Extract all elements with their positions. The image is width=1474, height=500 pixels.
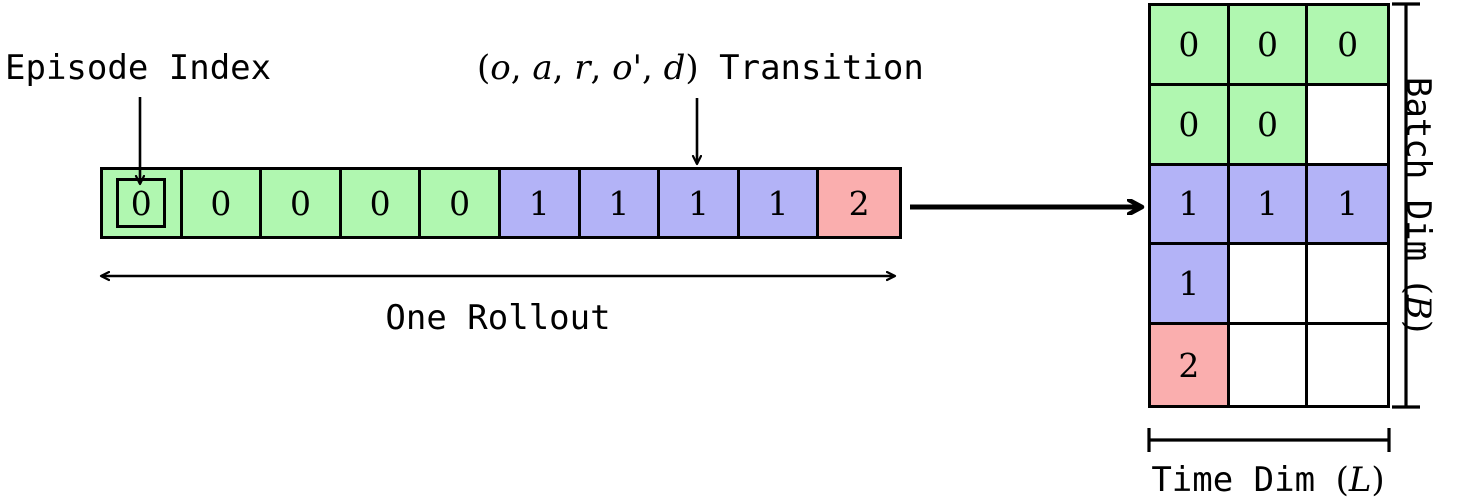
rollout-cell-value: 2	[848, 183, 870, 223]
grid-cell-empty[interactable]	[1229, 325, 1309, 405]
time-dim-paren-open: (	[1335, 460, 1349, 500]
grid-cell-empty[interactable]	[1229, 245, 1309, 326]
grid-cell[interactable]: 1	[1308, 165, 1387, 246]
transition-comma-3: ,	[590, 48, 613, 88]
transition-symbol-o: o	[490, 48, 511, 88]
transition-label: (o, a, r, o', d) Transition	[477, 50, 924, 86]
grid-cell[interactable]: 1	[1151, 165, 1230, 246]
rollout-cell-value: 1	[767, 183, 789, 223]
transition-paren-close: )	[685, 48, 699, 88]
transition-word-text: Transition	[719, 48, 924, 88]
rollout-cell[interactable]: 2	[819, 170, 899, 236]
rollout-cell[interactable]: 1	[660, 170, 740, 236]
grid-cell[interactable]: 1	[1229, 165, 1309, 246]
grid-cell[interactable]: 0	[1229, 85, 1309, 166]
grid-cell-empty[interactable]	[1308, 325, 1387, 405]
grid-cell-empty[interactable]	[1308, 85, 1387, 166]
grid-cell[interactable]: 2	[1151, 325, 1230, 405]
time-dim-bracket	[1147, 428, 1391, 452]
batch-dim-text: Batch Dim	[1398, 76, 1438, 262]
batch-dim-paren-close: )	[1398, 319, 1438, 334]
time-dim-symbol: L	[1348, 460, 1372, 500]
grid-cell-value: 0	[1256, 24, 1278, 64]
time-dim-text: Time Dim	[1151, 460, 1316, 500]
grid-cell[interactable]: 0	[1151, 6, 1230, 86]
grid-cell-value: 1	[1337, 184, 1359, 224]
batch-dim-symbol: B	[1398, 294, 1438, 320]
grid-cell-value: 1	[1178, 184, 1200, 224]
batch-time-grid: 0 0 0 0 0 1 1 1 1 2	[1148, 3, 1390, 408]
rollout-cell-value: 1	[608, 183, 630, 223]
rollout-cell[interactable]: 0	[262, 170, 342, 236]
grid-cell-value: 1	[1256, 184, 1278, 224]
grid-cell[interactable]: 1	[1151, 245, 1230, 326]
transition-paren-open: (	[477, 48, 491, 88]
rollout-cell[interactable]: 0	[341, 170, 422, 236]
rollout-cell[interactable]: 0	[182, 170, 263, 236]
transition-symbol-d: d	[663, 48, 686, 88]
batch-dim-label: Batch Dim (B)	[1398, 76, 1438, 334]
rollout-strip: 0 0 0 0 0 1 1 1 1 2	[100, 167, 902, 239]
grid-cell[interactable]: 0	[1308, 6, 1387, 86]
rollout-cell-value: 0	[369, 183, 391, 223]
transition-word	[699, 48, 719, 88]
grid-cell-value: 0	[1178, 104, 1200, 144]
grid-cell-value: 0	[1256, 104, 1278, 144]
time-dim-label: Time Dim (L)	[1151, 462, 1384, 498]
rollout-cell-value: 1	[528, 183, 550, 223]
rollout-cell[interactable]: 1	[580, 170, 661, 236]
grid-cell[interactable]: 0	[1151, 85, 1230, 166]
rollout-cell-value: 0	[130, 183, 152, 223]
rollout-cell[interactable]: 0	[103, 170, 183, 236]
rollout-cell-value: 0	[449, 183, 471, 223]
transition-comma-1: ,	[510, 48, 533, 88]
transition-symbol-r: r	[574, 48, 591, 88]
transition-comma-4: ,	[642, 48, 664, 88]
grid-cell-value: 2	[1178, 345, 1200, 385]
rollout-cell-value: 0	[210, 183, 232, 223]
rollout-cell[interactable]: 1	[739, 170, 820, 236]
transition-symbol-o-prime: o'	[612, 48, 642, 88]
rollout-cell-value: 0	[289, 183, 311, 223]
time-dim-paren-close: )	[1371, 460, 1385, 500]
rollout-cell-value: 1	[687, 183, 709, 223]
batch-dim-paren-open: (	[1398, 281, 1438, 295]
transition-symbol-a: a	[532, 48, 553, 88]
grid-cell[interactable]: 0	[1229, 6, 1309, 86]
transition-comma-2: ,	[552, 48, 575, 88]
grid-cell-value: 1	[1178, 264, 1200, 304]
grid-cell-value: 0	[1178, 24, 1200, 64]
grid-cell-empty[interactable]	[1308, 245, 1387, 326]
rollout-cell[interactable]: 1	[500, 170, 581, 236]
episode-index-label: Episode Index	[5, 48, 272, 88]
one-rollout-label: One Rollout	[385, 298, 611, 338]
grid-cell-value: 0	[1337, 24, 1359, 64]
rollout-cell[interactable]: 0	[421, 170, 501, 236]
